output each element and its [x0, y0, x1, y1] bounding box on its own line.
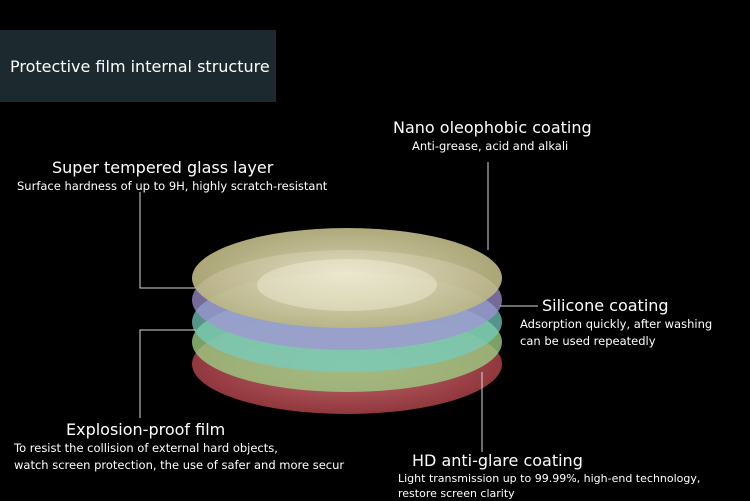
label-super-tempered-glass: Super tempered glass layer Surface hardn… — [17, 158, 327, 195]
desc-nano-oleophobic: Anti-grease, acid and alkali — [412, 139, 569, 153]
desc-explosion-proof-line1: To resist the collision of external hard… — [14, 441, 278, 455]
desc-hd-anti-glare-line1: Light transmission up to 99.99%, high-en… — [398, 472, 701, 485]
desc-super-tempered-glass: Surface hardness of up to 9H, highly scr… — [17, 179, 328, 193]
disc-top-highlight — [257, 259, 437, 311]
desc-explosion-proof-line2: watch screen protection, the use of safe… — [14, 458, 345, 472]
desc-silicone-line1: Adsorption quickly, after washing — [520, 317, 713, 331]
desc-hd-anti-glare-line2: restore screen clarity — [398, 487, 515, 500]
diagram-title: Protective film internal structure — [10, 56, 270, 76]
heading-nano-oleophobic: Nano oleophobic coating — [393, 118, 592, 137]
title-banner: Protective film internal structure — [0, 30, 276, 102]
heading-hd-anti-glare: HD anti-glare coating — [412, 451, 583, 470]
desc-silicone-line2: can be used repeatedly — [520, 334, 656, 348]
label-hd-anti-glare: HD anti-glare coating Light transmission… — [398, 451, 700, 501]
heading-explosion-proof: Explosion-proof film — [66, 420, 226, 439]
heading-silicone: Silicone coating — [542, 296, 669, 315]
heading-super-tempered-glass: Super tempered glass layer — [52, 158, 274, 177]
leader-line-glass — [139, 192, 196, 289]
leader-line-explosion — [139, 329, 196, 418]
label-explosion-proof: Explosion-proof film To resist the colli… — [14, 420, 344, 474]
label-silicone: Silicone coating Adsorption quickly, aft… — [520, 296, 712, 350]
disc-top-layer — [192, 228, 502, 328]
label-nano-oleophobic: Nano oleophobic coating Anti-grease, aci… — [393, 118, 592, 155]
